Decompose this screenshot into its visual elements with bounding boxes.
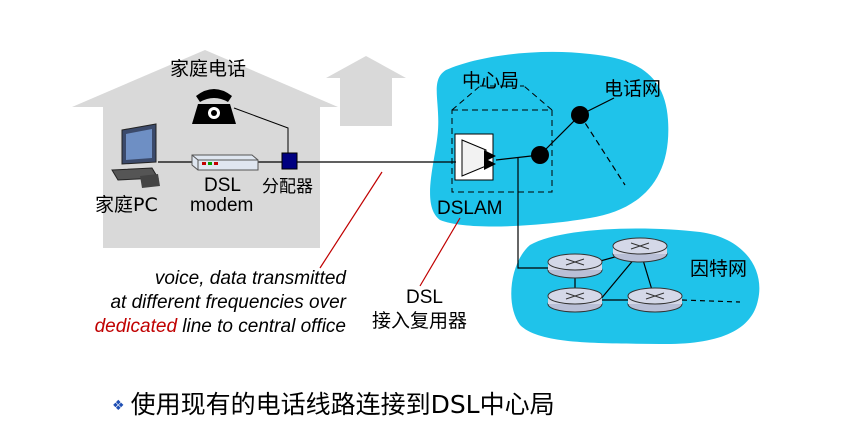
caption-highlight: dedicated: [94, 316, 178, 337]
caption-rest: line to central office: [177, 316, 346, 337]
dsl-modem-label-line2: modem: [190, 195, 254, 216]
phone-network-cloud: [430, 51, 669, 227]
home-pc-label: 家庭PC: [95, 194, 158, 216]
dslam-pointer: [419, 217, 461, 287]
telephone-device: [192, 89, 236, 124]
phone-network-label: 电话网: [604, 78, 662, 100]
caption-pointer: [319, 171, 383, 269]
dsl-mux-label-line2: 接入复用器: [372, 310, 468, 332]
caption-line-2: at different frequencies over: [110, 292, 346, 313]
home-phone-label: 家庭电话: [170, 58, 247, 80]
central-office-frame: [451, 85, 553, 193]
bullet-line: ❖ 使用现有的电话线路连接到DSL中心局: [112, 385, 555, 421]
caption-line-1: voice, data transmitted: [154, 268, 346, 289]
small-house: [326, 56, 406, 126]
central-office-label: 中心局: [462, 70, 520, 92]
dslam-label: DSLAM: [437, 198, 503, 219]
diamond-bullet-icon: ❖: [112, 398, 125, 414]
internet-label: 因特网: [690, 258, 748, 280]
splitter-box: [281, 152, 298, 170]
phone-switch-2: [571, 106, 589, 124]
dslam-device: [454, 133, 496, 181]
dsl-modem-device: [191, 154, 259, 171]
splitter-label: 分配器: [262, 177, 313, 196]
caption-line-3: dedicated line to central office: [95, 317, 346, 336]
bullet-text: 使用现有的电话线路连接到DSL中心局: [130, 390, 555, 419]
home-house: [72, 50, 338, 248]
home-pc-device: [111, 123, 160, 188]
phone-switch-1: [531, 146, 549, 164]
dsl-modem-label-line1: DSL: [204, 175, 241, 196]
dsl-mux-label-line1: DSL: [406, 287, 443, 308]
internet-cloud: [511, 228, 760, 345]
